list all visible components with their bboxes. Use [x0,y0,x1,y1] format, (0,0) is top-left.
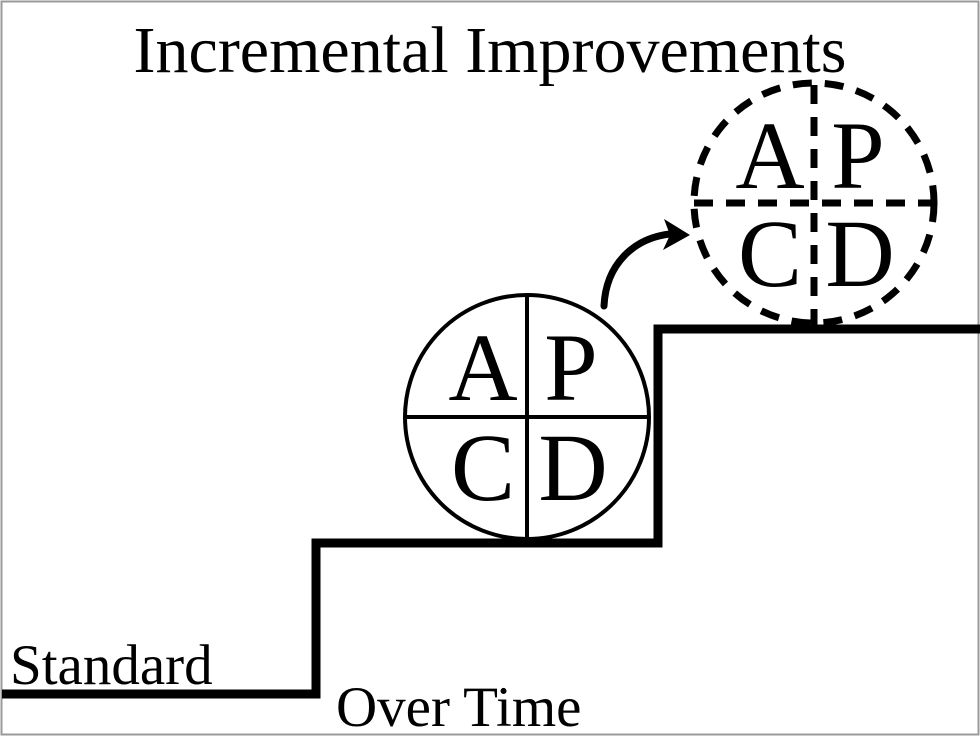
pdca-quadrant-plan-dashed: P [831,102,884,209]
pdca-quadrant-act-solid: A [448,314,517,421]
pdca-cycle-current: A P C D [403,293,651,541]
progression-arrow-curve [600,230,674,310]
pdca-quadrant-do-dashed: D [825,200,894,307]
pdca-quadrant-act-dashed: A [735,102,804,209]
progression-arrow-head [663,219,690,250]
page-title: Incremental Improvements [134,14,847,87]
pdca-cycle-next: A P C D [690,79,938,327]
pdca-quadrant-check-solid: C [451,414,515,521]
pdca-quadrant-plan-solid: P [544,314,597,421]
baseline-label: Standard [10,634,213,697]
axis-label: Over Time [336,676,581,736]
pdca-quadrant-do-solid: D [538,414,607,521]
progression-arrow [600,219,690,310]
pdca-quadrant-check-dashed: C [738,200,802,307]
staircase-path [2,324,980,699]
